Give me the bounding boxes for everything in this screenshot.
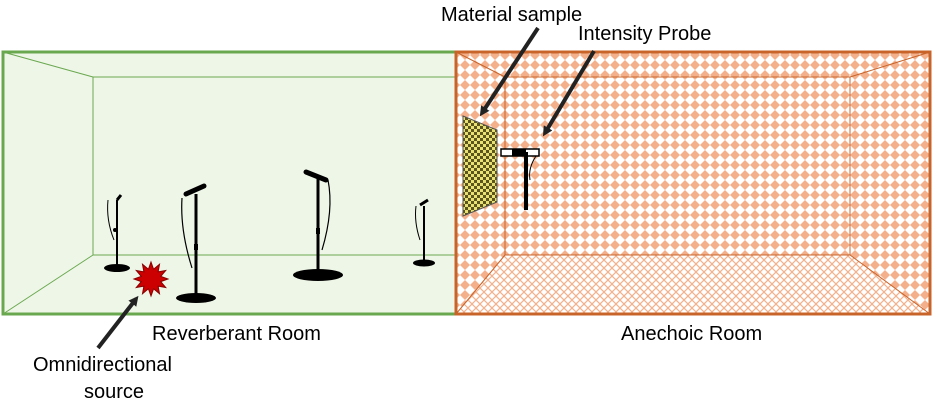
source-arrow [96, 295, 139, 350]
source-label: source [84, 381, 144, 403]
anechoic-room-label: Anechoic Room [621, 323, 762, 345]
reverberant-room [1, 50, 458, 316]
material-sample-arrow [479, 26, 540, 117]
microphone-4 [413, 198, 435, 267]
microphone-3 [293, 169, 343, 281]
omnidirectional-label: Omnidirectional [33, 354, 172, 376]
intensity-probe-arrow [542, 49, 596, 137]
reverberant-room-label: Reverberant Room [152, 323, 321, 345]
microphone-1 [104, 194, 130, 272]
intensity-probe [500, 148, 540, 210]
microphone-2 [176, 183, 216, 303]
material-sample-label: Material sample [441, 4, 582, 26]
omnidirectional-source-icon [132, 260, 170, 298]
intensity-probe-label: Intensity Probe [578, 23, 711, 45]
anechoic-room [454, 50, 932, 316]
material-sample [462, 115, 498, 217]
